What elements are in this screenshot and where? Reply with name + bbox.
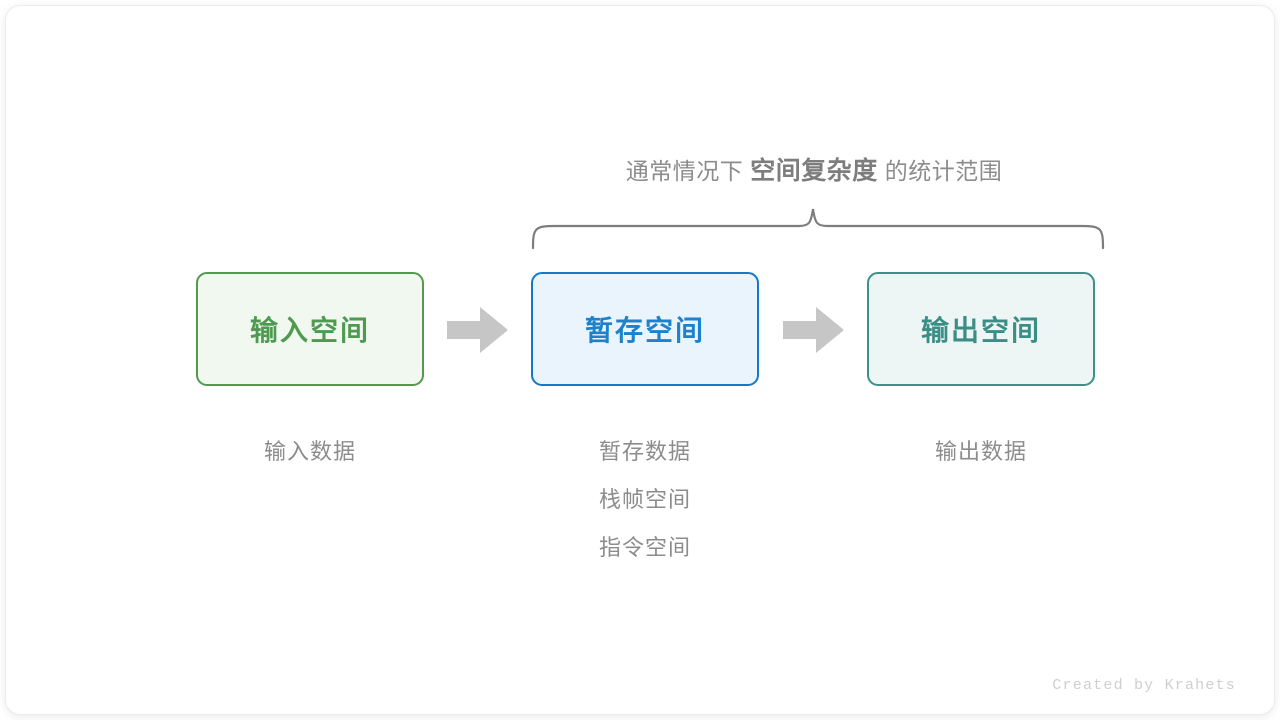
box-input-space[interactable]: 输入空间 <box>196 272 424 386</box>
caption-line: 指令空间 <box>598 535 691 560</box>
diagram-card: 通常情况下空间复杂度的统计范围 输入空间 暂存空间 输出空间 输入数据 暂存数据 <box>6 6 1274 714</box>
arrow-right-icon <box>447 307 508 353</box>
box-output-space[interactable]: 输出空间 <box>867 272 1095 386</box>
box-temp-space-label: 暂存空间 <box>584 315 705 346</box>
caption-line: 栈帧空间 <box>598 487 691 512</box>
arrow-right-icon <box>783 307 844 353</box>
caption-line: 暂存数据 <box>598 439 691 464</box>
caption-input-space: 输入数据 <box>196 428 424 476</box>
box-input-space-label: 输入空间 <box>249 315 370 346</box>
curly-brace-icon <box>531 208 1105 250</box>
footer-credit: Created by Krahets <box>1052 677 1236 694</box>
box-output-space-label: 输出空间 <box>920 315 1041 346</box>
caption-line: 输出数据 <box>934 439 1027 464</box>
brace-caption-emphasis: 空间复杂度 <box>750 157 878 185</box>
box-temp-space[interactable]: 暂存空间 <box>531 272 759 386</box>
brace-caption: 通常情况下空间复杂度的统计范围 <box>531 154 1097 188</box>
brace-caption-prefix: 通常情况下 <box>625 158 744 184</box>
caption-temp-space: 暂存数据 栈帧空间 指令空间 <box>531 428 759 572</box>
brace-caption-suffix: 的统计范围 <box>884 158 1003 184</box>
caption-output-space: 输出数据 <box>867 428 1095 476</box>
caption-line: 输入数据 <box>263 439 356 464</box>
